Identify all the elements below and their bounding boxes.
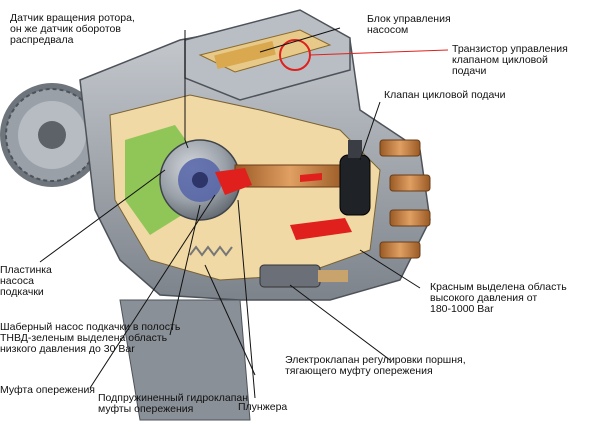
leader-lines	[39, 27, 421, 399]
label-control-unit: Блок управления насосом	[367, 13, 451, 36]
label-pump-plate: Пластинка насоса подкачки	[0, 264, 52, 298]
label-cyclic-valve: Клапан цикловой подачи	[384, 89, 506, 101]
label-vane-pump: Шаберный насос подкачки в полость ТНВД-з…	[0, 321, 181, 355]
label-high-pressure: Красным выделена область высокого давлен…	[430, 281, 567, 315]
label-hydrovalve: Подпружиненный гидроклапан муфты опереже…	[98, 392, 249, 415]
label-timing-clutch: Муфта опережения	[0, 384, 95, 396]
cutaway-interior	[109, 94, 381, 288]
red-leader-lines	[309, 49, 449, 56]
label-electrovalve: Электроклапан регулировки поршня, тягающ…	[285, 354, 466, 377]
drive-gear	[0, 83, 104, 187]
label-plunger: Плунжера	[238, 401, 288, 413]
outlet-fittings	[379, 139, 431, 259]
label-transistor: Транзистор управления клапаном цикловой …	[452, 43, 568, 77]
label-rotor-sensor: Датчик вращения ротора, он же датчик обо…	[10, 12, 135, 46]
cyclic-valve-solenoid	[339, 140, 371, 216]
